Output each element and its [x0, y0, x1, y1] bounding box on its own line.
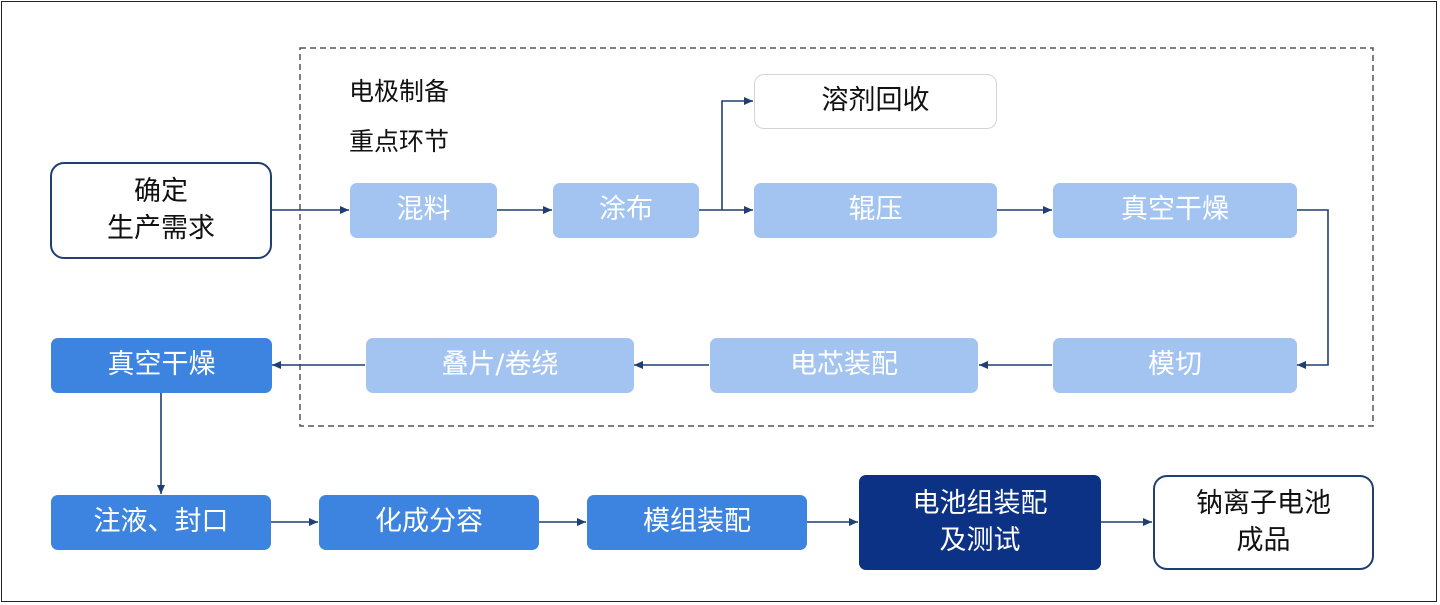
node-pack-assembly-test: 电池组装配 及测试 — [859, 475, 1101, 570]
node-module-assembly: 模组装配 — [587, 495, 807, 550]
node-formation-grading: 化成分容 — [319, 495, 539, 550]
electrode-region-border — [299, 47, 1374, 427]
node-injection-sealing: 注液、封口 — [51, 495, 271, 550]
node-final-product: 钠离子电池 成品 — [1153, 475, 1374, 570]
node-cell-assembly: 电芯装配 — [710, 338, 978, 393]
node-pack-assembly-test-line1: 电池组装配 — [912, 488, 1048, 520]
node-stacking-winding: 叠片/卷绕 — [366, 338, 634, 393]
region-label-line2: 重点环节 — [349, 127, 450, 156]
node-coating: 涂布 — [553, 183, 699, 238]
node-vacuum-drying-1: 真空干燥 — [1053, 183, 1297, 238]
node-final-product-line2: 成品 — [1236, 524, 1291, 556]
node-die-cutting: 模切 — [1053, 338, 1297, 393]
node-pack-assembly-test-line2: 及测试 — [939, 524, 1021, 556]
node-mixing: 混料 — [350, 183, 497, 238]
node-final-product-line1: 钠离子电池 — [1196, 488, 1331, 520]
arrow-coating-to-solvent — [721, 97, 753, 210]
node-determine-demand-line1: 确定 — [134, 176, 188, 208]
node-rolling: 辊压 — [754, 183, 997, 238]
arrow-drying-to-diecut — [1297, 209, 1329, 369]
node-determine-demand: 确定 生产需求 — [50, 162, 272, 259]
node-solvent-recovery: 溶剂回收 — [754, 74, 997, 129]
node-determine-demand-line2: 生产需求 — [107, 212, 215, 244]
region-label-line1: 电极制备 — [349, 77, 450, 106]
node-vacuum-drying-2: 真空干燥 — [51, 338, 272, 393]
